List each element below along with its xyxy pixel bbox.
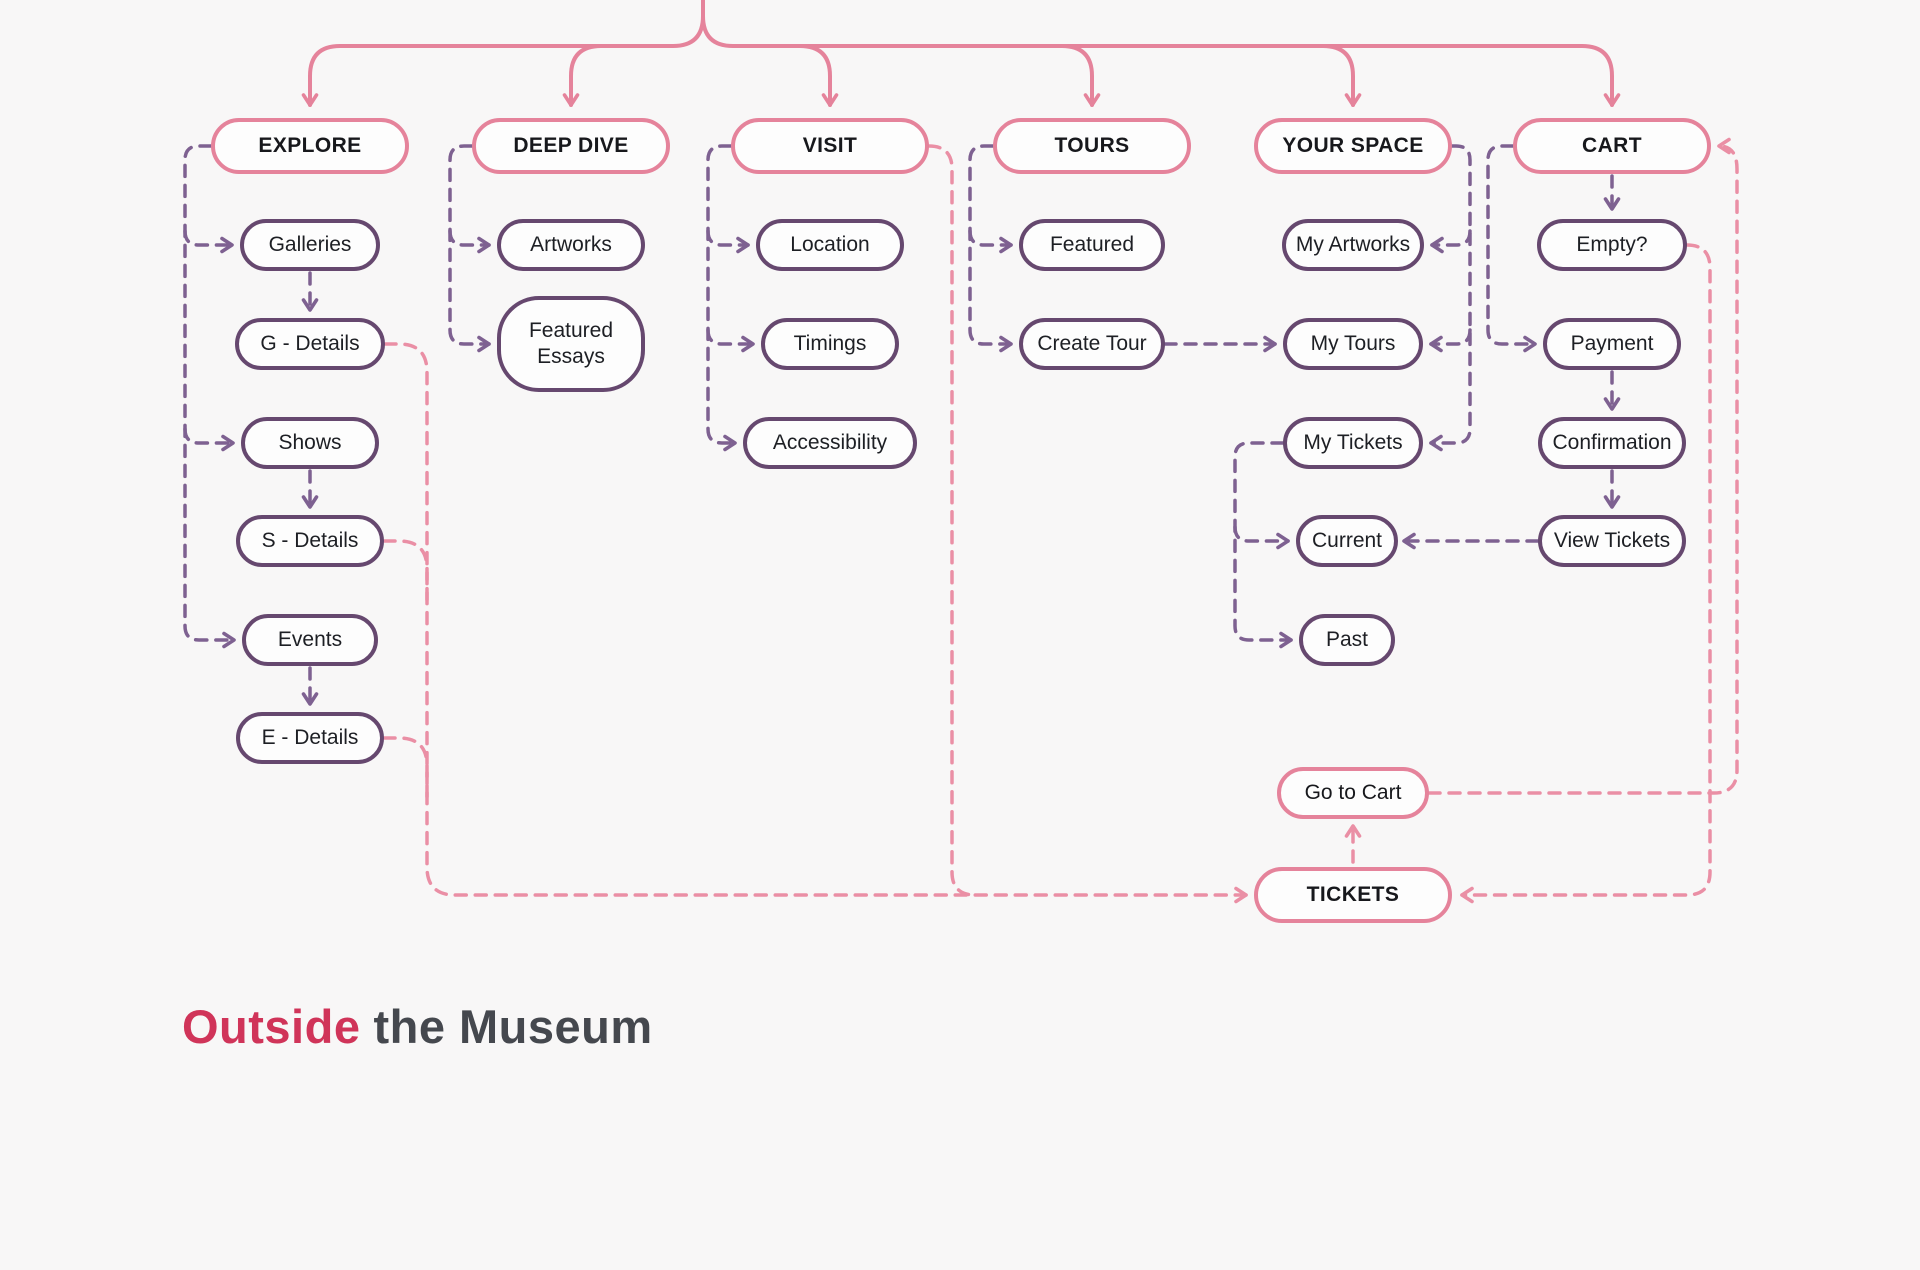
node-galleries: Galleries — [240, 219, 380, 271]
edge-root-deep-dive — [562, 44, 603, 107]
heading-accent-text: Outside — [182, 1000, 361, 1053]
edge-empty-tickets — [1460, 243, 1712, 904]
edge-tours-createtour — [968, 144, 1013, 353]
node-explore: EXPLORE — [211, 118, 409, 174]
node-my-tours: My Tours — [1283, 318, 1423, 370]
node-go-to-cart: Go to Cart — [1277, 767, 1429, 819]
node-tours: TOURS — [993, 118, 1191, 174]
node-my-tickets: My Tickets — [1283, 417, 1423, 469]
node-payment: Payment — [1543, 318, 1681, 370]
node-current: Current — [1296, 515, 1398, 567]
node-featured-essays: Featured Essays — [497, 296, 645, 392]
node-tickets: TICKETS — [1254, 867, 1452, 923]
node-view-tickets: View Tickets — [1538, 515, 1686, 567]
edge-yourspace-mytickets — [1429, 144, 1472, 452]
node-timings: Timings — [761, 318, 899, 370]
edge-deepdive-artworks — [448, 229, 491, 254]
edge-visit-tickets — [927, 144, 977, 897]
node-e-details: E - Details — [236, 712, 384, 764]
node-my-artworks: My Artworks — [1282, 219, 1424, 271]
edge-yourspace-mytours — [1429, 328, 1472, 353]
node-location: Location — [756, 219, 904, 271]
node-artworks: Artworks — [497, 219, 645, 271]
node-past: Past — [1299, 614, 1395, 666]
edge-root-your-space — [1321, 44, 1362, 107]
node-events: Events — [242, 614, 378, 666]
edge-visit-accessibility — [706, 144, 737, 452]
node-deep-dive: DEEP DIVE — [472, 118, 670, 174]
node-shows: Shows — [241, 417, 379, 469]
edge-visit-location — [706, 229, 750, 254]
node-empty: Empty? — [1537, 219, 1687, 271]
edge-visit-timings — [706, 328, 755, 353]
edge-mytickets-past — [1233, 441, 1293, 649]
node-visit: VISIT — [731, 118, 929, 174]
node-g-details: G - Details — [235, 318, 385, 370]
edge-explore-galleries — [183, 229, 234, 254]
edge-explore-shows — [183, 427, 235, 452]
node-create-tour: Create Tour — [1019, 318, 1165, 370]
edge-gdetails-tickets — [383, 342, 1248, 904]
node-s-details: S - Details — [236, 515, 384, 567]
section-heading: Outside the Museum — [182, 999, 653, 1054]
edge-yourspace-myartworks — [1430, 229, 1472, 254]
node-featured: Featured — [1019, 219, 1165, 271]
edge-cart-payment — [1486, 144, 1537, 353]
edge-sdetails-tickets-join — [382, 539, 429, 602]
heading-rest-text: the Museum — [373, 1000, 653, 1053]
edge-explore-events — [183, 144, 236, 649]
edge-tours-featured — [968, 229, 1013, 254]
node-confirmation: Confirmation — [1538, 417, 1686, 469]
edge-mytickets-current — [1233, 525, 1290, 550]
node-accessibility: Accessibility — [743, 417, 917, 469]
node-cart: CART — [1513, 118, 1711, 174]
edge-root-tours — [1060, 44, 1101, 107]
edge-root-explore — [301, 0, 705, 107]
edge-edetails-tickets-join — [382, 736, 429, 802]
node-your-space: YOUR SPACE — [1254, 118, 1452, 174]
edge-root-cart — [701, 0, 1621, 107]
edge-root-visit — [798, 44, 839, 107]
edge-gotocart-cart — [1427, 137, 1739, 795]
